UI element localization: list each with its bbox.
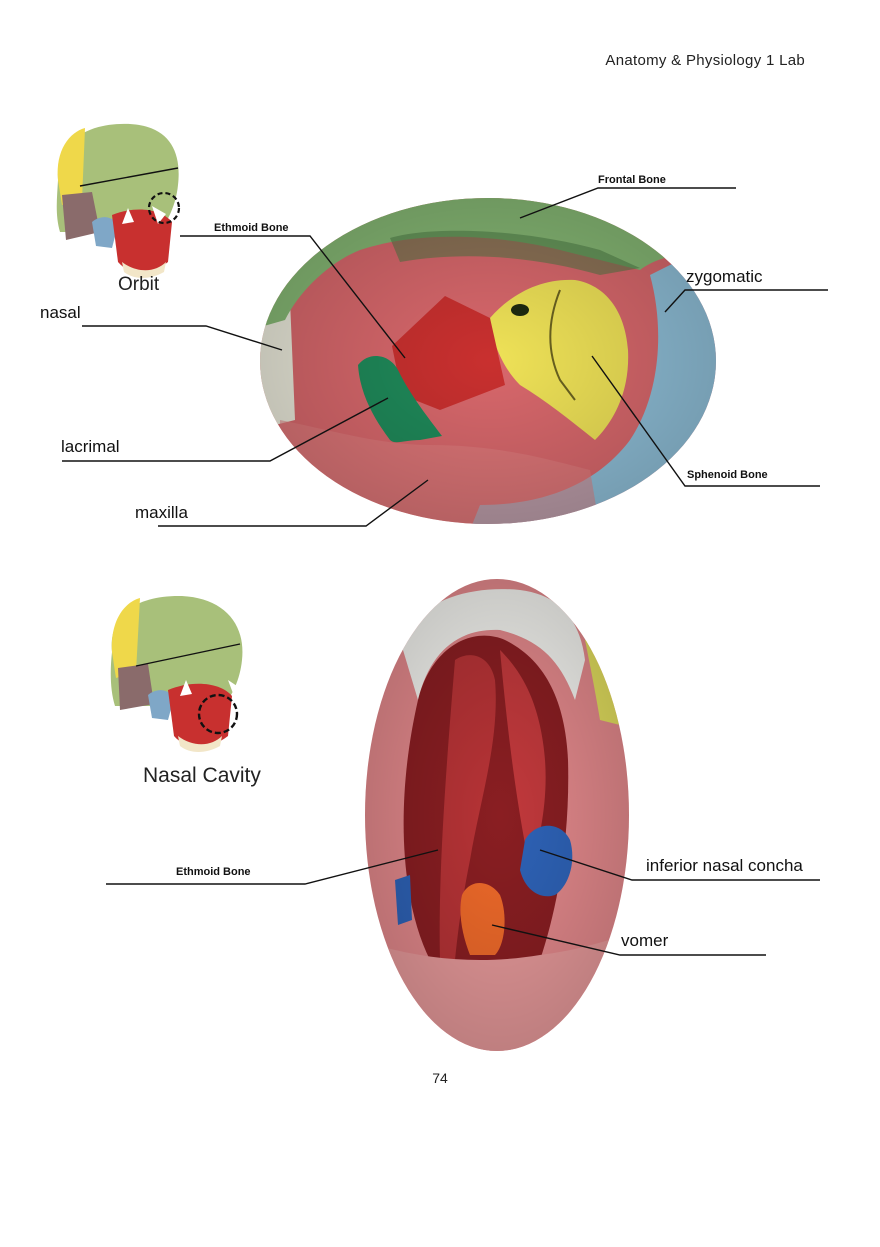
- label-maxilla: maxilla: [135, 503, 188, 522]
- label-frontal-bone: Frontal Bone: [598, 174, 666, 186]
- orbit-leader-lines: [62, 187, 828, 527]
- nasal-cavity-diagram: [365, 579, 629, 1051]
- label-nasal: nasal: [40, 303, 81, 322]
- skull-thumbnail-nasal: [110, 595, 243, 752]
- page-number: 74: [432, 1070, 448, 1086]
- orbit-diagram: [260, 198, 716, 524]
- label-sphenoid-bone: Sphenoid Bone: [687, 469, 768, 481]
- skull-thumbnail-orbit: [56, 123, 181, 278]
- orbit-caption: Orbit: [118, 274, 160, 295]
- label-ethmoid-bone-orbit: Ethmoid Bone: [214, 222, 289, 234]
- label-vomer: vomer: [621, 931, 669, 950]
- label-inferior-nasal-concha: inferior nasal concha: [646, 856, 803, 875]
- label-zygomatic: zygomatic: [686, 267, 763, 286]
- nasal-cavity-caption: Nasal Cavity: [143, 764, 261, 787]
- label-ethmoid-bone-nasal: Ethmoid Bone: [176, 866, 251, 878]
- running-header: Anatomy & Physiology 1 Lab: [605, 52, 805, 69]
- label-lacrimal: lacrimal: [61, 437, 120, 456]
- nasal-leader-lines: [106, 849, 820, 956]
